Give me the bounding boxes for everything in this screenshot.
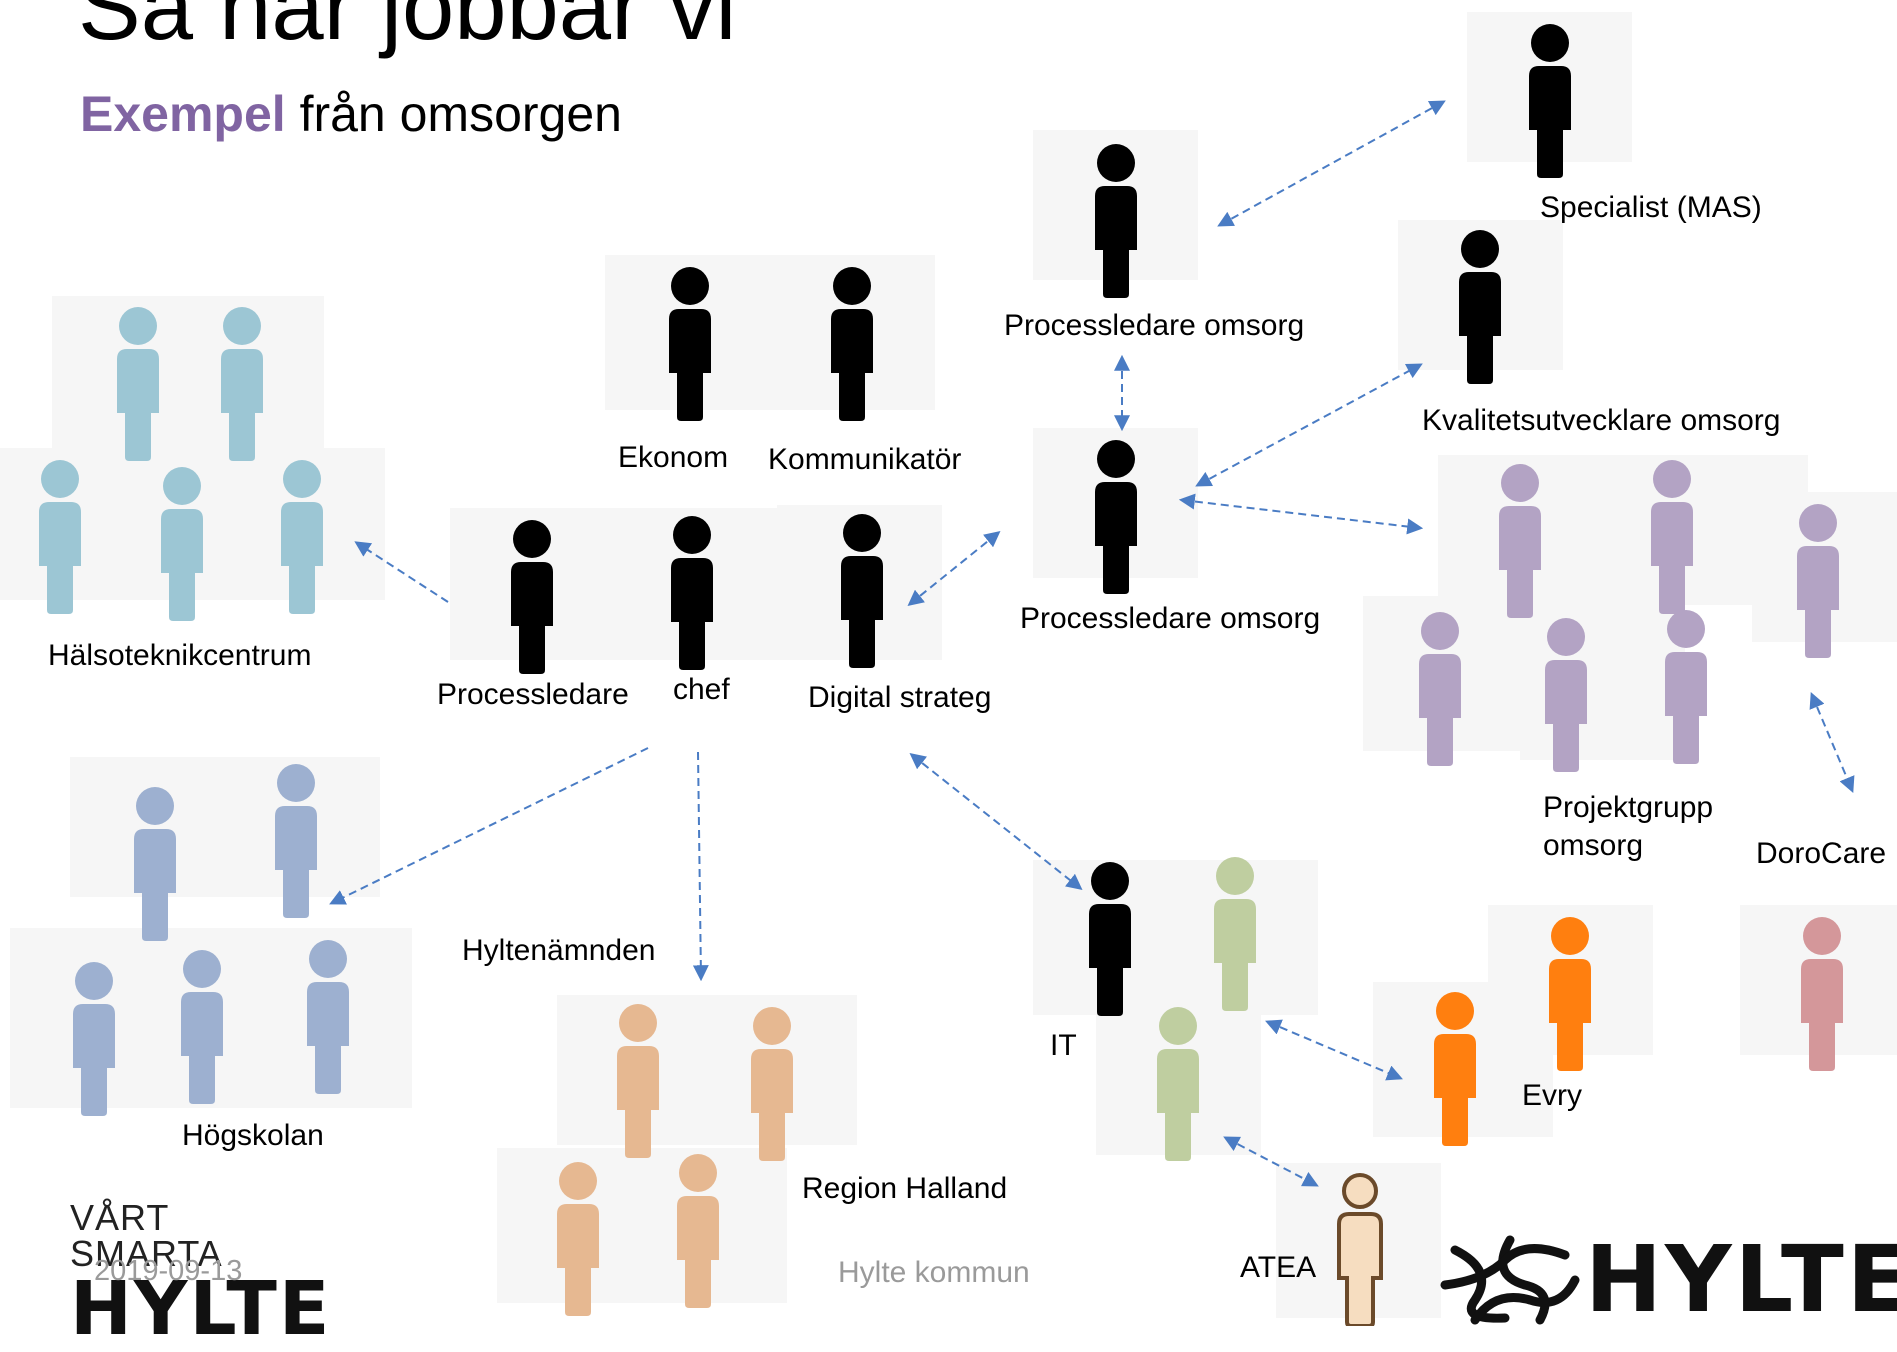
label-hogskolan: Högskolan bbox=[182, 1119, 324, 1152]
label-dorocare: DoroCare bbox=[1756, 837, 1887, 870]
arrow-processledare-mid-to-projekt bbox=[1178, 493, 1424, 535]
arrow-chef-to-hyltenamnden bbox=[692, 751, 709, 982]
footer-organization: Hylte kommun bbox=[838, 1256, 1030, 1289]
label-hyltenamnden: Hyltenämnden bbox=[462, 934, 656, 967]
hylte-brand-logo: HYLTE bbox=[1435, 1230, 1897, 1326]
figure-backdrop bbox=[1520, 590, 1685, 760]
label-evry: Evry bbox=[1522, 1079, 1582, 1112]
arrow-digital-strateg-to-it bbox=[909, 753, 1083, 890]
figure-backdrop bbox=[1033, 860, 1318, 1015]
arrow-processledare-top-to-specialist bbox=[1217, 100, 1446, 227]
label-projektgrupp-omsorg: omsorg bbox=[1543, 829, 1644, 862]
arrow-it-to-atea bbox=[1223, 1136, 1319, 1187]
hylte-brand-word: HYLTE bbox=[1585, 1226, 1897, 1333]
label-chef: chef bbox=[673, 673, 730, 706]
label-digital-strateg: Digital strateg bbox=[808, 681, 992, 714]
label-it: IT bbox=[1050, 1029, 1077, 1062]
logo-small-text: VÅRT SMARTA bbox=[70, 1197, 223, 1274]
arrow-it-to-evry bbox=[1265, 1019, 1403, 1081]
subtitle-rest: från omsorgen bbox=[285, 86, 622, 142]
figure-backdrop bbox=[450, 508, 780, 660]
figure-backdrop bbox=[497, 1148, 787, 1303]
arrow-digital-strateg-to-processledare bbox=[907, 530, 1001, 607]
figure-backdrop bbox=[70, 757, 380, 897]
figure-backdrop bbox=[605, 255, 935, 410]
arrow-processledare-to-hogskolan bbox=[329, 747, 649, 905]
footer-date: 2019-09-13 bbox=[94, 1255, 243, 1287]
label-processledare-omsorg-top: Processledare omsorg bbox=[1004, 309, 1305, 342]
label-region-halland: Region Halland bbox=[802, 1172, 1008, 1205]
arrow-processledare-mid-to-kvalitet bbox=[1195, 363, 1423, 487]
subtitle-highlight: Exempel bbox=[80, 86, 286, 142]
label-ekonom: Ekonom bbox=[618, 441, 729, 474]
label-projektgrupp: Projektgrupp bbox=[1543, 791, 1714, 824]
hylte-emblem-icon bbox=[1440, 1235, 1580, 1325]
label-kvalitetsutvecklare-omsorg: Kvalitetsutvecklare omsorg bbox=[1422, 404, 1781, 437]
arrow-processledare-to-halsoteknik bbox=[354, 541, 449, 603]
label-halsoteknikcentrum: Hälsoteknikcentrum bbox=[48, 639, 312, 672]
page-subtitle: Exempel från omsorgen bbox=[80, 84, 622, 144]
page-title: Så här jobbar vi bbox=[78, 0, 737, 59]
arrow-projekt-to-dorocare bbox=[1809, 692, 1855, 793]
label-atea: ATEA bbox=[1240, 1251, 1317, 1284]
label-kommunikator: Kommunikatör bbox=[768, 443, 962, 476]
label-specialist-mas: Specialist (MAS) bbox=[1540, 191, 1762, 224]
label-processledare: Processledare bbox=[437, 678, 629, 711]
person-icon-hogskolan bbox=[134, 787, 176, 941]
person-icon-atea bbox=[1337, 1173, 1383, 1326]
figure-backdrop bbox=[52, 296, 324, 456]
figure-backdrop bbox=[557, 995, 857, 1145]
label-processledare-omsorg-mid: Processledare omsorg bbox=[1020, 602, 1321, 635]
